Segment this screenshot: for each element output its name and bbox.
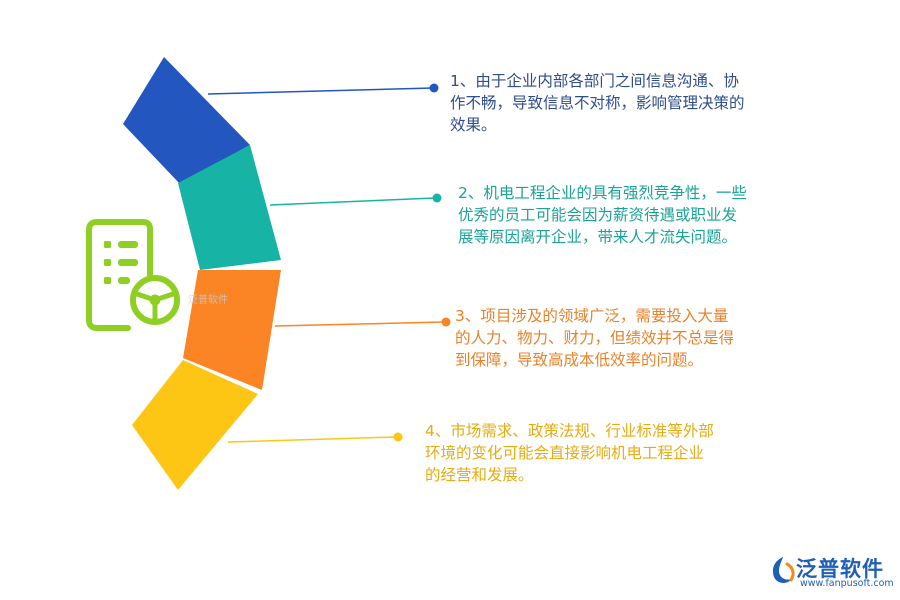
item-4-text: 4、市场需求、政策法规、行业标准等外部环境的变化可能会直接影响机电工程企业的经营… [425, 422, 714, 484]
connector-1 [207, 83, 439, 95]
brand-url: www.fanpusoft.com [800, 578, 894, 589]
connector-2 [269, 193, 442, 206]
segment-3 [183, 270, 281, 390]
segment-1 [123, 57, 250, 184]
brand-logo: 泛普软件 www.fanpusoft.com [762, 551, 894, 591]
item-2-text: 2、机电工程企业的具有强烈竞争性，一些优秀的员工可能会因为薪资待遇或职业发展等原… [458, 184, 747, 246]
segment-4 [132, 360, 258, 490]
item-1-text: 1、由于企业内部各部门之间信息沟通、协作不畅，导致信息不对称，影响管理决策的效果… [450, 72, 745, 134]
fanpu-logo-icon [772, 557, 795, 583]
document-steering-wheel-icon [86, 219, 180, 331]
connector-3 [274, 317, 451, 327]
brand-name: 泛普软件 [796, 557, 884, 581]
segment-2 [178, 145, 281, 270]
item-3-text: 3、项目涉及的领域广泛，需要投入大量的人力、物力、财力，但绩效并不总是得到保障，… [455, 307, 735, 369]
watermark-text: 泛普软件 [188, 295, 228, 306]
connector-4 [227, 432, 403, 443]
